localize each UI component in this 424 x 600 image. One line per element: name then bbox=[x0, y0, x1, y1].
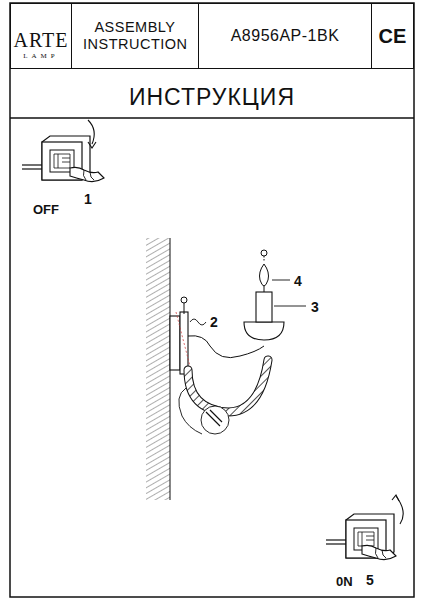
model-number: A8956AP-1BK bbox=[231, 26, 340, 45]
wall-switch-off bbox=[22, 120, 104, 182]
brand-logo: ARTE bbox=[13, 28, 68, 52]
header-cell: A8956AP-1BK bbox=[198, 3, 372, 69]
brand-sub: LAMP bbox=[23, 52, 58, 60]
wall-lamp bbox=[170, 250, 306, 434]
page-title: ИНСТРУКЦИЯ bbox=[10, 84, 414, 111]
callout-number: 1 bbox=[84, 192, 92, 206]
callout-number: 3 bbox=[311, 300, 319, 314]
callout-number: 4 bbox=[294, 274, 302, 288]
wall-hatching bbox=[146, 238, 170, 500]
header-cell: CE bbox=[371, 3, 414, 69]
page-frame bbox=[10, 3, 414, 597]
state-label: OFF bbox=[33, 203, 59, 216]
ce-mark: CE bbox=[379, 24, 407, 48]
doc-type: ASSEMBLY INSTRUCTION bbox=[83, 19, 187, 54]
callout-number: 5 bbox=[366, 573, 374, 587]
title-rule bbox=[10, 117, 414, 119]
wall-switch-on bbox=[326, 495, 403, 560]
callout-number: 2 bbox=[210, 315, 218, 329]
header-cell: ASSEMBLY INSTRUCTION bbox=[71, 3, 199, 69]
header-cell: ARTELAMP bbox=[10, 3, 72, 69]
state-label: 0N bbox=[336, 575, 353, 588]
